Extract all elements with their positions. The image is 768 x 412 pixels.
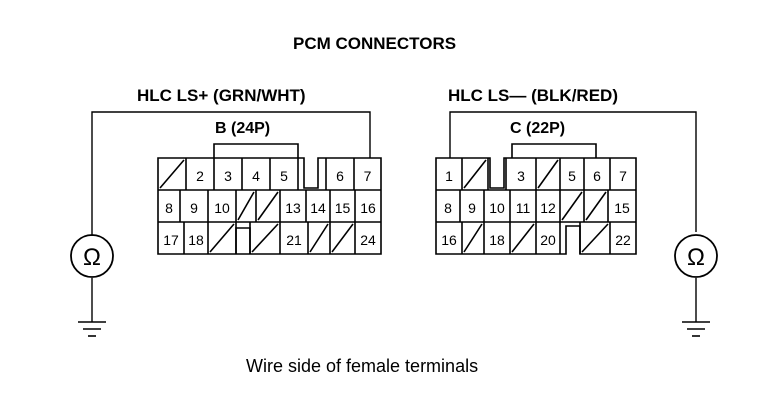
blank-terminal-slash <box>209 223 235 253</box>
terminal-number: 17 <box>163 232 179 248</box>
blank-terminal-slash <box>257 191 279 221</box>
terminal-number: 3 <box>224 168 232 184</box>
terminal-number: 15 <box>614 200 630 216</box>
blank-terminal-slash <box>511 223 535 253</box>
terminal-number: 22 <box>615 232 631 248</box>
terminal-number: 13 <box>285 200 301 216</box>
terminal-number: 6 <box>593 168 601 184</box>
connector-b-housing <box>157 157 382 255</box>
connector-c-name: C (22P) <box>510 120 566 137</box>
terminal-number: 9 <box>190 200 198 216</box>
terminal-number: 10 <box>489 200 505 216</box>
blank-terminal-slash <box>159 159 185 189</box>
blank-terminal-slash <box>331 223 354 253</box>
terminal-number: 16 <box>360 200 376 216</box>
connector-b-cells: 2 3 4 5 6 7 8 9 10 13 14 15 16 17 18 21 24 <box>159 158 376 254</box>
ohmmeter-icon: Ω <box>70 234 114 278</box>
probe-wire-b <box>91 111 371 236</box>
terminal-number: 7 <box>364 168 372 184</box>
terminal-number: 16 <box>441 232 457 248</box>
ohmmeter-icon: Ω <box>674 234 718 278</box>
terminal-number: 18 <box>489 232 505 248</box>
blank-terminal-slash <box>463 223 483 253</box>
terminal-number: 20 <box>540 232 556 248</box>
blank-terminal-slash <box>309 223 329 253</box>
connector-b-lock-tab <box>213 143 299 158</box>
connector-b-name: B (24P) <box>215 120 271 137</box>
blank-terminal-slash <box>585 191 607 221</box>
blank-terminal-slash <box>561 191 583 221</box>
blank-terminal-slash <box>581 223 609 253</box>
terminal-number: 8 <box>444 200 452 216</box>
probe-wires <box>91 111 697 322</box>
connector-c-lock-tab <box>511 143 597 158</box>
terminal-number: 12 <box>540 200 556 216</box>
terminal-number: 5 <box>280 168 288 184</box>
terminal-number: 9 <box>468 200 476 216</box>
terminal-number: 18 <box>188 232 204 248</box>
blank-terminal-slash <box>251 223 279 253</box>
connector-b-bottom-key <box>235 227 251 254</box>
terminal-number: 6 <box>336 168 344 184</box>
blank-terminal-slash <box>237 191 255 221</box>
connector-b-wire-label: HLC LS+ (GRN/WHT) <box>137 86 306 105</box>
terminal-number: 7 <box>619 168 627 184</box>
svg-text:Ω: Ω <box>83 244 101 271</box>
terminal-number: 15 <box>335 200 351 216</box>
terminal-number: 5 <box>568 168 576 184</box>
svg-text:Ω: Ω <box>687 244 705 271</box>
page-title: PCM CONNECTORS <box>293 34 457 53</box>
caption: Wire side of female terminals <box>246 356 479 376</box>
terminal-number: 14 <box>310 200 326 216</box>
terminal-number: 10 <box>214 200 230 216</box>
probe-wire-c <box>449 111 697 232</box>
blank-terminal-slash <box>463 159 487 189</box>
terminal-number: 2 <box>196 168 204 184</box>
connector-b: 2 3 4 5 6 7 8 9 10 13 14 15 16 17 18 21 24 <box>157 143 382 255</box>
terminal-number: 24 <box>360 232 376 248</box>
terminal-number: 21 <box>286 232 302 248</box>
blank-terminal-slash <box>537 159 559 189</box>
ground-icon <box>682 321 710 337</box>
terminal-number: 8 <box>165 200 173 216</box>
terminal-number: 11 <box>516 200 531 216</box>
terminal-number: 1 <box>445 168 453 184</box>
terminal-number: 4 <box>252 168 260 184</box>
terminal-number: 3 <box>517 168 525 184</box>
connector-c-wire-label: HLC LS— (BLK/RED) <box>448 86 618 105</box>
ground-icon <box>78 321 106 337</box>
connector-c-housing <box>435 157 637 255</box>
